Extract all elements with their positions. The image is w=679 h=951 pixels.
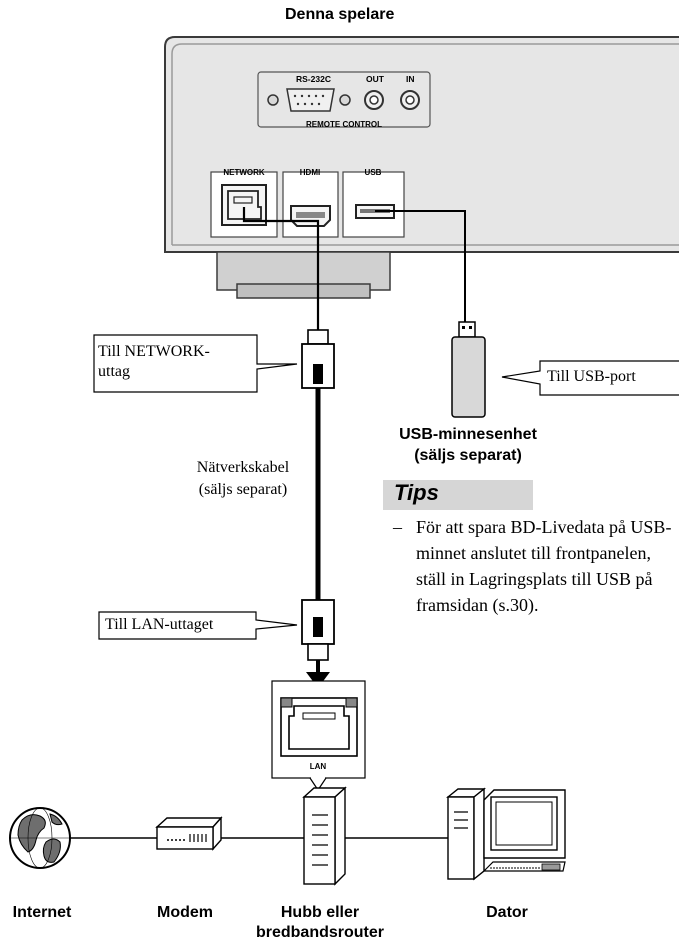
- network-label: NETWORK: [223, 168, 265, 177]
- callout-lan-text: Till LAN-uttaget: [105, 616, 214, 633]
- screw-icon: [339, 94, 351, 106]
- cable-label-line1: Nätverkskabel: [196, 459, 290, 476]
- rs232c-label: RS-232C: [296, 74, 331, 84]
- tips-dash: –: [393, 517, 402, 537]
- screw-icon: [267, 94, 279, 106]
- remote-control-label: REMOTE CONTROL: [306, 120, 382, 129]
- usb-device-line2: (säljs separat): [414, 447, 522, 464]
- network-cable: [242, 207, 335, 688]
- tips-header-bar: [383, 480, 533, 510]
- arrow-down-icon: [306, 672, 330, 688]
- hdmi-label: HDMI: [300, 168, 320, 177]
- in-label: IN: [406, 74, 415, 84]
- modem-label: Modem: [157, 904, 213, 921]
- usb-device-line1: USB-minnesenhet: [399, 426, 537, 443]
- internet-label: Internet: [12, 904, 72, 921]
- usb-stick-icon: [451, 336, 486, 418]
- globe-icon: [9, 807, 71, 869]
- tips-text: För att spara BD-Livedata på USB-minnet …: [416, 517, 672, 615]
- hdmi-port: [290, 205, 331, 227]
- hub-label-line2: bredbandsrouter: [255, 924, 384, 941]
- rs232c-port: [286, 88, 335, 112]
- hub-label-line1: Hubb eller: [280, 904, 360, 921]
- tips-body: – För att spara BD-Livedata på USB-minne…: [393, 514, 679, 618]
- lan-port: [271, 680, 366, 792]
- player-title: Denna spelare: [285, 6, 395, 23]
- computer-label: Dator: [486, 904, 528, 921]
- out-label: OUT: [366, 74, 385, 84]
- hub-icon: [302, 786, 347, 886]
- lan-port-label: LAN: [310, 762, 327, 771]
- callout-network-line1: Till NETWORK-: [98, 343, 210, 360]
- player-rear-panel: [164, 36, 679, 299]
- remote-in-jack: [400, 90, 420, 110]
- callout-network-line2: uttag: [98, 363, 130, 380]
- modem-icon: [155, 816, 223, 851]
- computer-icon: [446, 787, 566, 881]
- callout-network: [93, 334, 298, 393]
- remote-out-jack: [364, 90, 384, 110]
- callout-lan: [98, 611, 298, 640]
- usb-label: USB: [365, 168, 382, 177]
- callout-usb: [501, 360, 679, 396]
- cable-label-line2: (säljs separat): [198, 481, 288, 498]
- callout-usb-text: Till USB-port: [547, 368, 636, 385]
- tips-title: Tips: [394, 480, 439, 505]
